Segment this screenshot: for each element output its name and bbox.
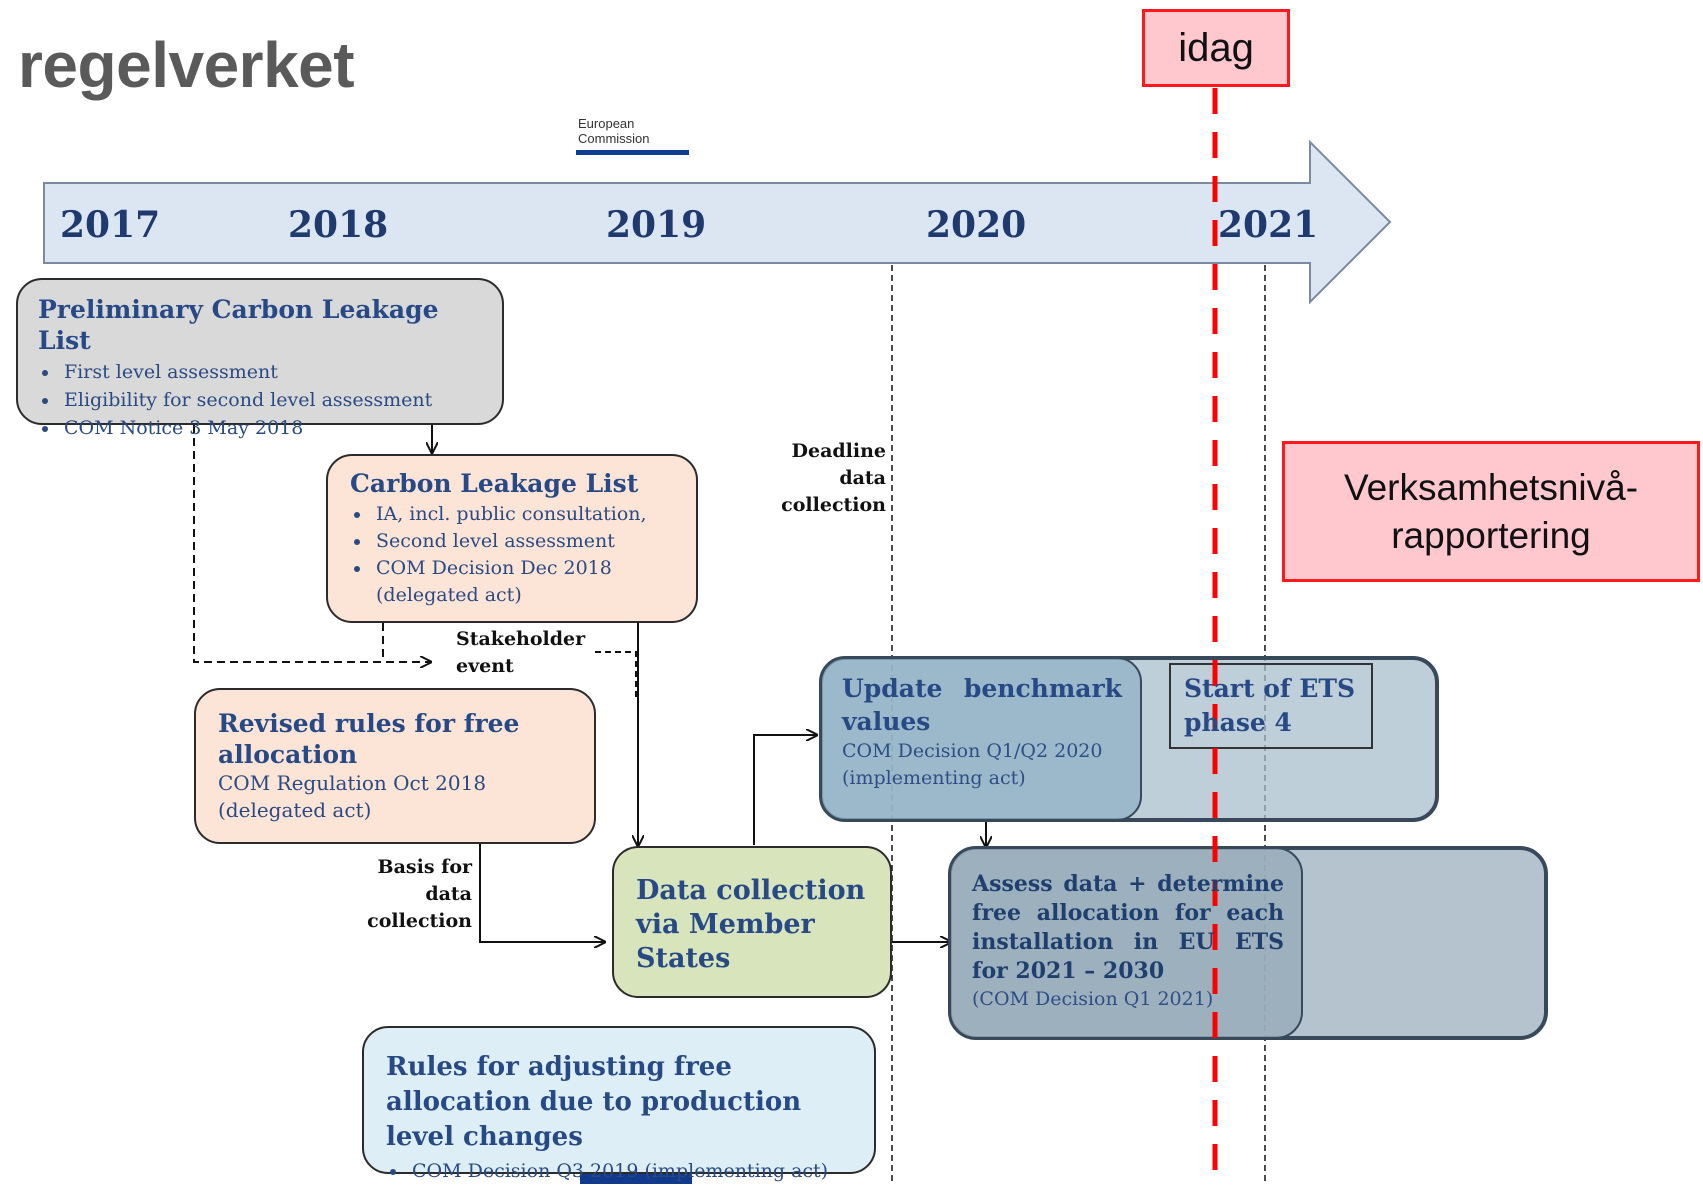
data-collection-title: Data collection via Member States xyxy=(636,875,866,974)
update-benchmark-box xyxy=(820,657,1142,821)
ets-phase4-text: Start of ETS phase 4 xyxy=(1184,672,1364,740)
connector-prelim-stakeholder xyxy=(193,425,430,662)
stakeholder-label-line: Stakeholder xyxy=(456,628,586,650)
year-label-2017: 2017 xyxy=(60,204,161,246)
year-label-2021: 2021 xyxy=(1218,204,1319,246)
year-label-2019: 2019 xyxy=(606,204,707,246)
today-marker-label: idag xyxy=(1178,26,1254,70)
connector-datacoll-update xyxy=(753,735,816,845)
deadline-label-line: data xyxy=(839,467,886,489)
basis-label: Basis for data collection xyxy=(330,854,472,935)
deadline-label-line: Deadline xyxy=(791,440,887,462)
update-benchmark-text: Update benchmark values COM Decision Q1/… xyxy=(842,672,1122,792)
today-marker: idag xyxy=(1142,9,1290,87)
adjust-rules-item: COM Decision Q3 2019 (implementing act) xyxy=(408,1157,852,1185)
revised-rules-box: Revised rules for free allocation COM Re… xyxy=(194,688,596,844)
carbon-leakage-list-box: Carbon Leakage List IA, incl. public con… xyxy=(326,454,698,623)
preliminary-cll-title: Preliminary Carbon Leakage List xyxy=(38,295,439,355)
preliminary-cll-item: COM Notice 3 May 2018 xyxy=(60,414,482,442)
revised-rules-title: Revised rules for free allocation xyxy=(218,709,520,769)
basis-label-line: collection xyxy=(367,910,472,932)
cll-title: Carbon Leakage List xyxy=(350,469,639,498)
ets-phase4-title: Start of ETS phase 4 xyxy=(1184,674,1356,737)
deadline-label-line: collection xyxy=(781,494,886,516)
european-commission-logo: European Commission xyxy=(576,116,689,155)
adjust-rules-box: Rules for adjusting free allocation due … xyxy=(362,1026,876,1182)
connector-stakeholder-right xyxy=(595,651,637,700)
preliminary-cll-box: Preliminary Carbon Leakage List First le… xyxy=(16,278,504,439)
stakeholder-event-label: Stakeholder event xyxy=(456,626,585,680)
ets-phase4-frame xyxy=(1169,663,1373,749)
assess-data-title: Assess data + determine free allocation … xyxy=(972,871,1284,984)
assess-data-text: Assess data + determine free allocation … xyxy=(972,870,1284,1012)
year-label-2020: 2020 xyxy=(926,204,1027,246)
timeline-arrow xyxy=(43,139,1392,305)
page-title: regelverket xyxy=(18,29,355,101)
cll-item: COM Decision Dec 2018 (delegated act) xyxy=(372,555,676,609)
logo-line1: European xyxy=(578,116,635,131)
update-benchmark-title: Update benchmark values xyxy=(842,674,1122,736)
stakeholder-label-line: event xyxy=(456,655,514,677)
revised-rules-line2: (delegated act) xyxy=(218,798,372,822)
preliminary-cll-item: First level assessment xyxy=(60,358,482,386)
logo-bar xyxy=(576,150,689,155)
logo-line2: Commission xyxy=(578,131,650,146)
connector-revised-datacoll xyxy=(479,842,604,942)
basis-label-line: Basis for xyxy=(377,856,472,878)
year-label-2018: 2018 xyxy=(288,204,389,246)
callout-text: Verksamhetsnivå-rapportering xyxy=(1313,464,1669,560)
basis-label-line: data xyxy=(425,883,472,905)
data-collection-box: Data collection via Member States xyxy=(612,846,892,998)
assess-data-line1: (COM Decision Q1 2021) xyxy=(972,988,1214,1010)
update-benchmark-line2: (implementing act) xyxy=(842,767,1026,789)
revised-rules-line1: COM Regulation Oct 2018 xyxy=(218,771,487,795)
adjust-rules-title: Rules for adjusting free allocation due … xyxy=(386,1052,802,1152)
callout-label: Verksamhetsnivå-rapportering xyxy=(1343,467,1639,556)
cll-item: IA, incl. public consultation, xyxy=(372,501,676,528)
update-benchmark-line1: COM Decision Q1/Q2 2020 xyxy=(842,740,1103,762)
verksamhetsniva-callout: Verksamhetsnivå-rapportering xyxy=(1282,441,1700,582)
deadline-label: Deadline data collection xyxy=(770,438,886,519)
preliminary-cll-item: Eligibility for second level assessment xyxy=(60,386,482,414)
cll-item: Second level assessment xyxy=(372,528,676,555)
